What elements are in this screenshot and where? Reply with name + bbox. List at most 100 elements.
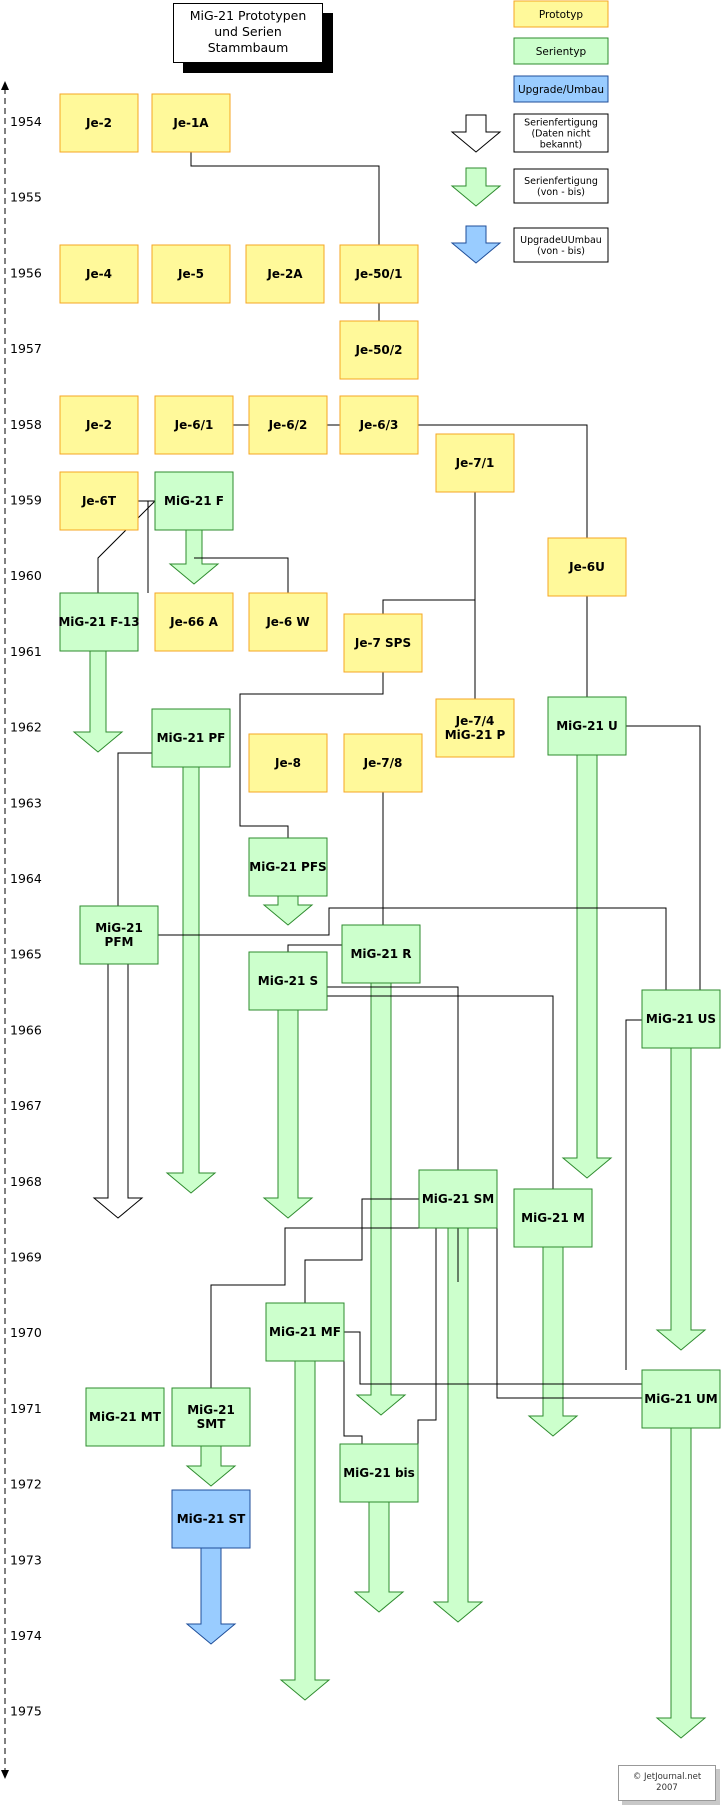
node-je62: Je-6/2	[248, 395, 328, 455]
connector-line	[625, 1019, 642, 1370]
legend-prototype: Prototyp	[513, 0, 609, 28]
node-label: Je-8	[274, 756, 301, 770]
credit-badge: © JetJournal.net 2007	[618, 1765, 716, 1801]
node-label: MiG-21 PF	[157, 731, 226, 745]
node-je66a: Je-66 A	[154, 592, 234, 652]
connector-line	[210, 1227, 419, 1388]
node-label: MiG-21 SM	[422, 1192, 494, 1206]
connector-line	[287, 944, 342, 952]
year-label-1958: 1958	[10, 417, 42, 432]
node-u: MiG-21 U	[547, 696, 627, 756]
legend-series: Serientyp	[513, 37, 609, 65]
node-label: Je-7/4	[455, 714, 495, 728]
diagram-title: MiG-21 Prototypen und Serien Stammbaum	[173, 3, 323, 63]
node-um: MiG-21 UM	[641, 1369, 721, 1429]
node-label: MiG-21 MT	[89, 1410, 162, 1424]
legend-label: bekannt)	[540, 140, 583, 151]
node-je61: Je-6/1	[154, 395, 234, 455]
year-label-1957: 1957	[10, 341, 42, 356]
year-label-1961: 1961	[10, 644, 42, 659]
connector-line	[626, 725, 701, 990]
node-je8: Je-8	[248, 733, 328, 793]
node-label: MiG-21 M	[521, 1211, 585, 1225]
connector-line	[239, 672, 384, 838]
node-label: MiG-21 ST	[177, 1512, 246, 1526]
title-line-3: Stammbaum	[207, 40, 289, 55]
connector-line	[190, 152, 380, 245]
legend: PrototypSerientypUpgrade/UmbauSerienfert…	[450, 0, 609, 264]
node-je6t: Je-6T	[59, 471, 139, 531]
production-arrow-um	[655, 1427, 707, 1739]
year-label-1963: 1963	[10, 795, 42, 810]
legend-upgrade: Upgrade/Umbau	[513, 75, 609, 103]
node-us: MiG-21 US	[641, 989, 721, 1049]
node-label: Je-6/1	[174, 418, 214, 432]
legend-label: Serienfertigung	[524, 118, 598, 129]
legend-label: Prototyp	[539, 9, 584, 21]
legend-arrow-shape	[450, 114, 502, 153]
credit-line-1: © JetJournal.net	[632, 1772, 702, 1782]
year-label-1967: 1967	[10, 1098, 42, 1113]
year-label-1960: 1960	[10, 568, 42, 583]
node-label: MiG-21 R	[350, 947, 411, 961]
node-label: SMT	[197, 1417, 227, 1431]
title-line-1: MiG-21 Prototypen	[189, 8, 307, 23]
legend-label: (von - bis)	[537, 187, 585, 198]
year-label-1969: 1969	[10, 1250, 42, 1265]
production-arrow-f13	[72, 650, 124, 753]
node-label: MiG-21 PFS	[249, 860, 326, 874]
production-arrow-m	[527, 1246, 579, 1437]
node-r: MiG-21 R	[341, 924, 421, 984]
node-label: MiG-21 MF	[269, 1325, 341, 1339]
connector-line	[327, 986, 459, 1170]
node-st: MiG-21 ST	[171, 1489, 251, 1549]
node-je501: Je-50/1	[339, 244, 419, 304]
node-je2a: Je-2	[59, 93, 139, 153]
production-arrow-mf	[279, 1360, 331, 1701]
node-mt: MiG-21 MT	[85, 1387, 165, 1447]
production-arrow-bis	[353, 1501, 405, 1613]
node-label: Je-7/8	[363, 756, 403, 770]
year-label-1955: 1955	[10, 190, 42, 205]
node-label: Je-6/3	[359, 418, 399, 432]
connector-line	[344, 1331, 642, 1385]
production-arrow-pf	[165, 766, 217, 1194]
legend-arrow-blue: UpgradeUUmbau(von - bis)	[450, 225, 609, 264]
connector-line	[138, 500, 149, 593]
node-label: Je-6/2	[268, 418, 308, 432]
legend-label: Serienfertigung	[524, 176, 598, 187]
legend-arrow-shape	[450, 167, 502, 207]
production-arrow-us	[655, 1047, 707, 1351]
year-label-1968: 1968	[10, 1174, 42, 1189]
node-je7sps: Je-7 SPS	[343, 613, 423, 673]
node-je2b: Je-2	[59, 395, 139, 455]
connector-line	[194, 557, 289, 593]
year-label-1974: 1974	[10, 1628, 42, 1643]
node-je4: Je-4	[59, 244, 139, 304]
legend-arrow-shape	[450, 225, 502, 264]
lineage-connectors	[97, 152, 701, 1444]
production-arrow-u	[561, 754, 613, 1179]
node-s: MiG-21 S	[248, 951, 328, 1011]
node-label: Je-6 W	[265, 615, 309, 629]
year-label-1954: 1954	[10, 114, 42, 129]
node-label: MiG-21 bis	[343, 1466, 415, 1480]
node-je502: Je-50/2	[339, 320, 419, 380]
node-je5: Je-5	[151, 244, 231, 304]
node-pfs: MiG-21 PFS	[248, 837, 328, 897]
legend-label: (von - bis)	[537, 246, 585, 257]
node-pf: MiG-21 PF	[151, 708, 231, 768]
node-bis: MiG-21 bis	[339, 1443, 419, 1503]
node-label: MiG-21 F	[164, 494, 224, 508]
year-label-1970: 1970	[10, 1325, 42, 1340]
legend-arrow-green: Serienfertigung(von - bis)	[450, 167, 609, 207]
node-je63: Je-6/3	[339, 395, 419, 455]
connector-line	[496, 1228, 642, 1399]
production-arrow-sm	[432, 1227, 484, 1623]
node-je71: Je-7/1	[435, 433, 515, 493]
year-label-1973: 1973	[10, 1552, 42, 1567]
